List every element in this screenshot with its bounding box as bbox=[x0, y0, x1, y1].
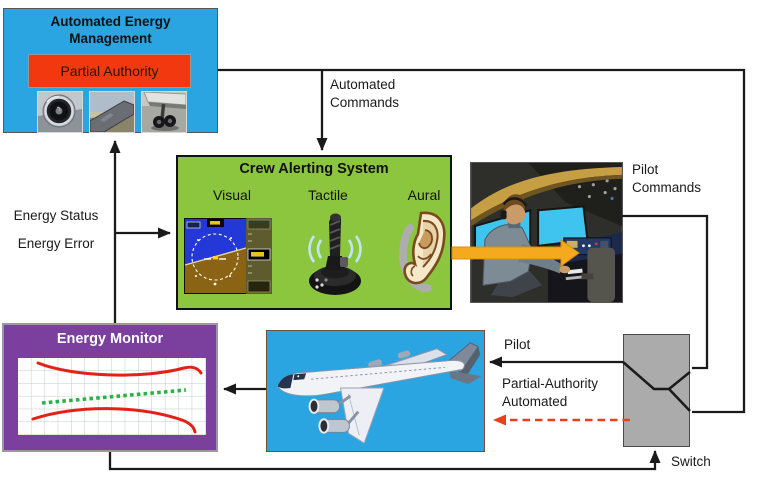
aem-title-line2: Management bbox=[69, 31, 152, 46]
channel-label-aural: Aural bbox=[407, 187, 441, 203]
four-engine-jet-illustration bbox=[267, 331, 484, 451]
pilot-input-label: Pilot bbox=[504, 337, 531, 352]
aem-title: Automated Energy Management bbox=[4, 13, 217, 47]
jet-engine-photo bbox=[37, 91, 83, 133]
energy-error-label: Energy Error bbox=[17, 236, 95, 251]
energy-monitor-box: Energy Monitor bbox=[2, 323, 218, 452]
partial-authority-label: Partial Authority bbox=[60, 63, 159, 79]
crew-alerting-system-box: Crew Alerting System Visual Tactile Aura… bbox=[176, 155, 452, 310]
wing-photo bbox=[89, 91, 135, 133]
channel-label-tactile: Tactile bbox=[308, 187, 348, 203]
pilot-in-cockpit-illustration bbox=[471, 163, 622, 302]
partial-authority-automated-label: Partial-Authority Automated bbox=[502, 376, 599, 409]
energy-monitor-title: Energy Monitor bbox=[56, 331, 164, 347]
pilot-cockpit-image bbox=[470, 162, 623, 303]
cas-title: Crew Alerting System bbox=[239, 161, 389, 177]
upper-limit-curve bbox=[36, 361, 203, 377]
automated-energy-management-box: Automated Energy Management Partial Auth… bbox=[3, 8, 218, 133]
flight-display-icon bbox=[184, 218, 272, 294]
aem-title-line1: Automated Energy bbox=[50, 14, 171, 29]
pilot-commands-label: Pilot Commands bbox=[632, 162, 702, 195]
switch-box bbox=[623, 334, 690, 447]
channel-label-visual: Visual bbox=[213, 187, 251, 203]
lower-limit-curve bbox=[31, 407, 197, 434]
partial-authority-badge: Partial Authority bbox=[28, 54, 191, 88]
landing-gear-photo bbox=[141, 91, 187, 133]
ear-icon bbox=[398, 211, 446, 293]
energy-plot bbox=[18, 358, 206, 435]
switch-label: Switch bbox=[671, 454, 711, 469]
monitor-to-switch-feedback-arrow bbox=[108, 450, 661, 471]
energy-status-label: Energy Status bbox=[13, 208, 99, 223]
aircraft-image bbox=[266, 330, 485, 452]
vibrating-joystick-icon bbox=[308, 213, 362, 295]
automated-commands-label: Automated Commands bbox=[330, 77, 400, 110]
